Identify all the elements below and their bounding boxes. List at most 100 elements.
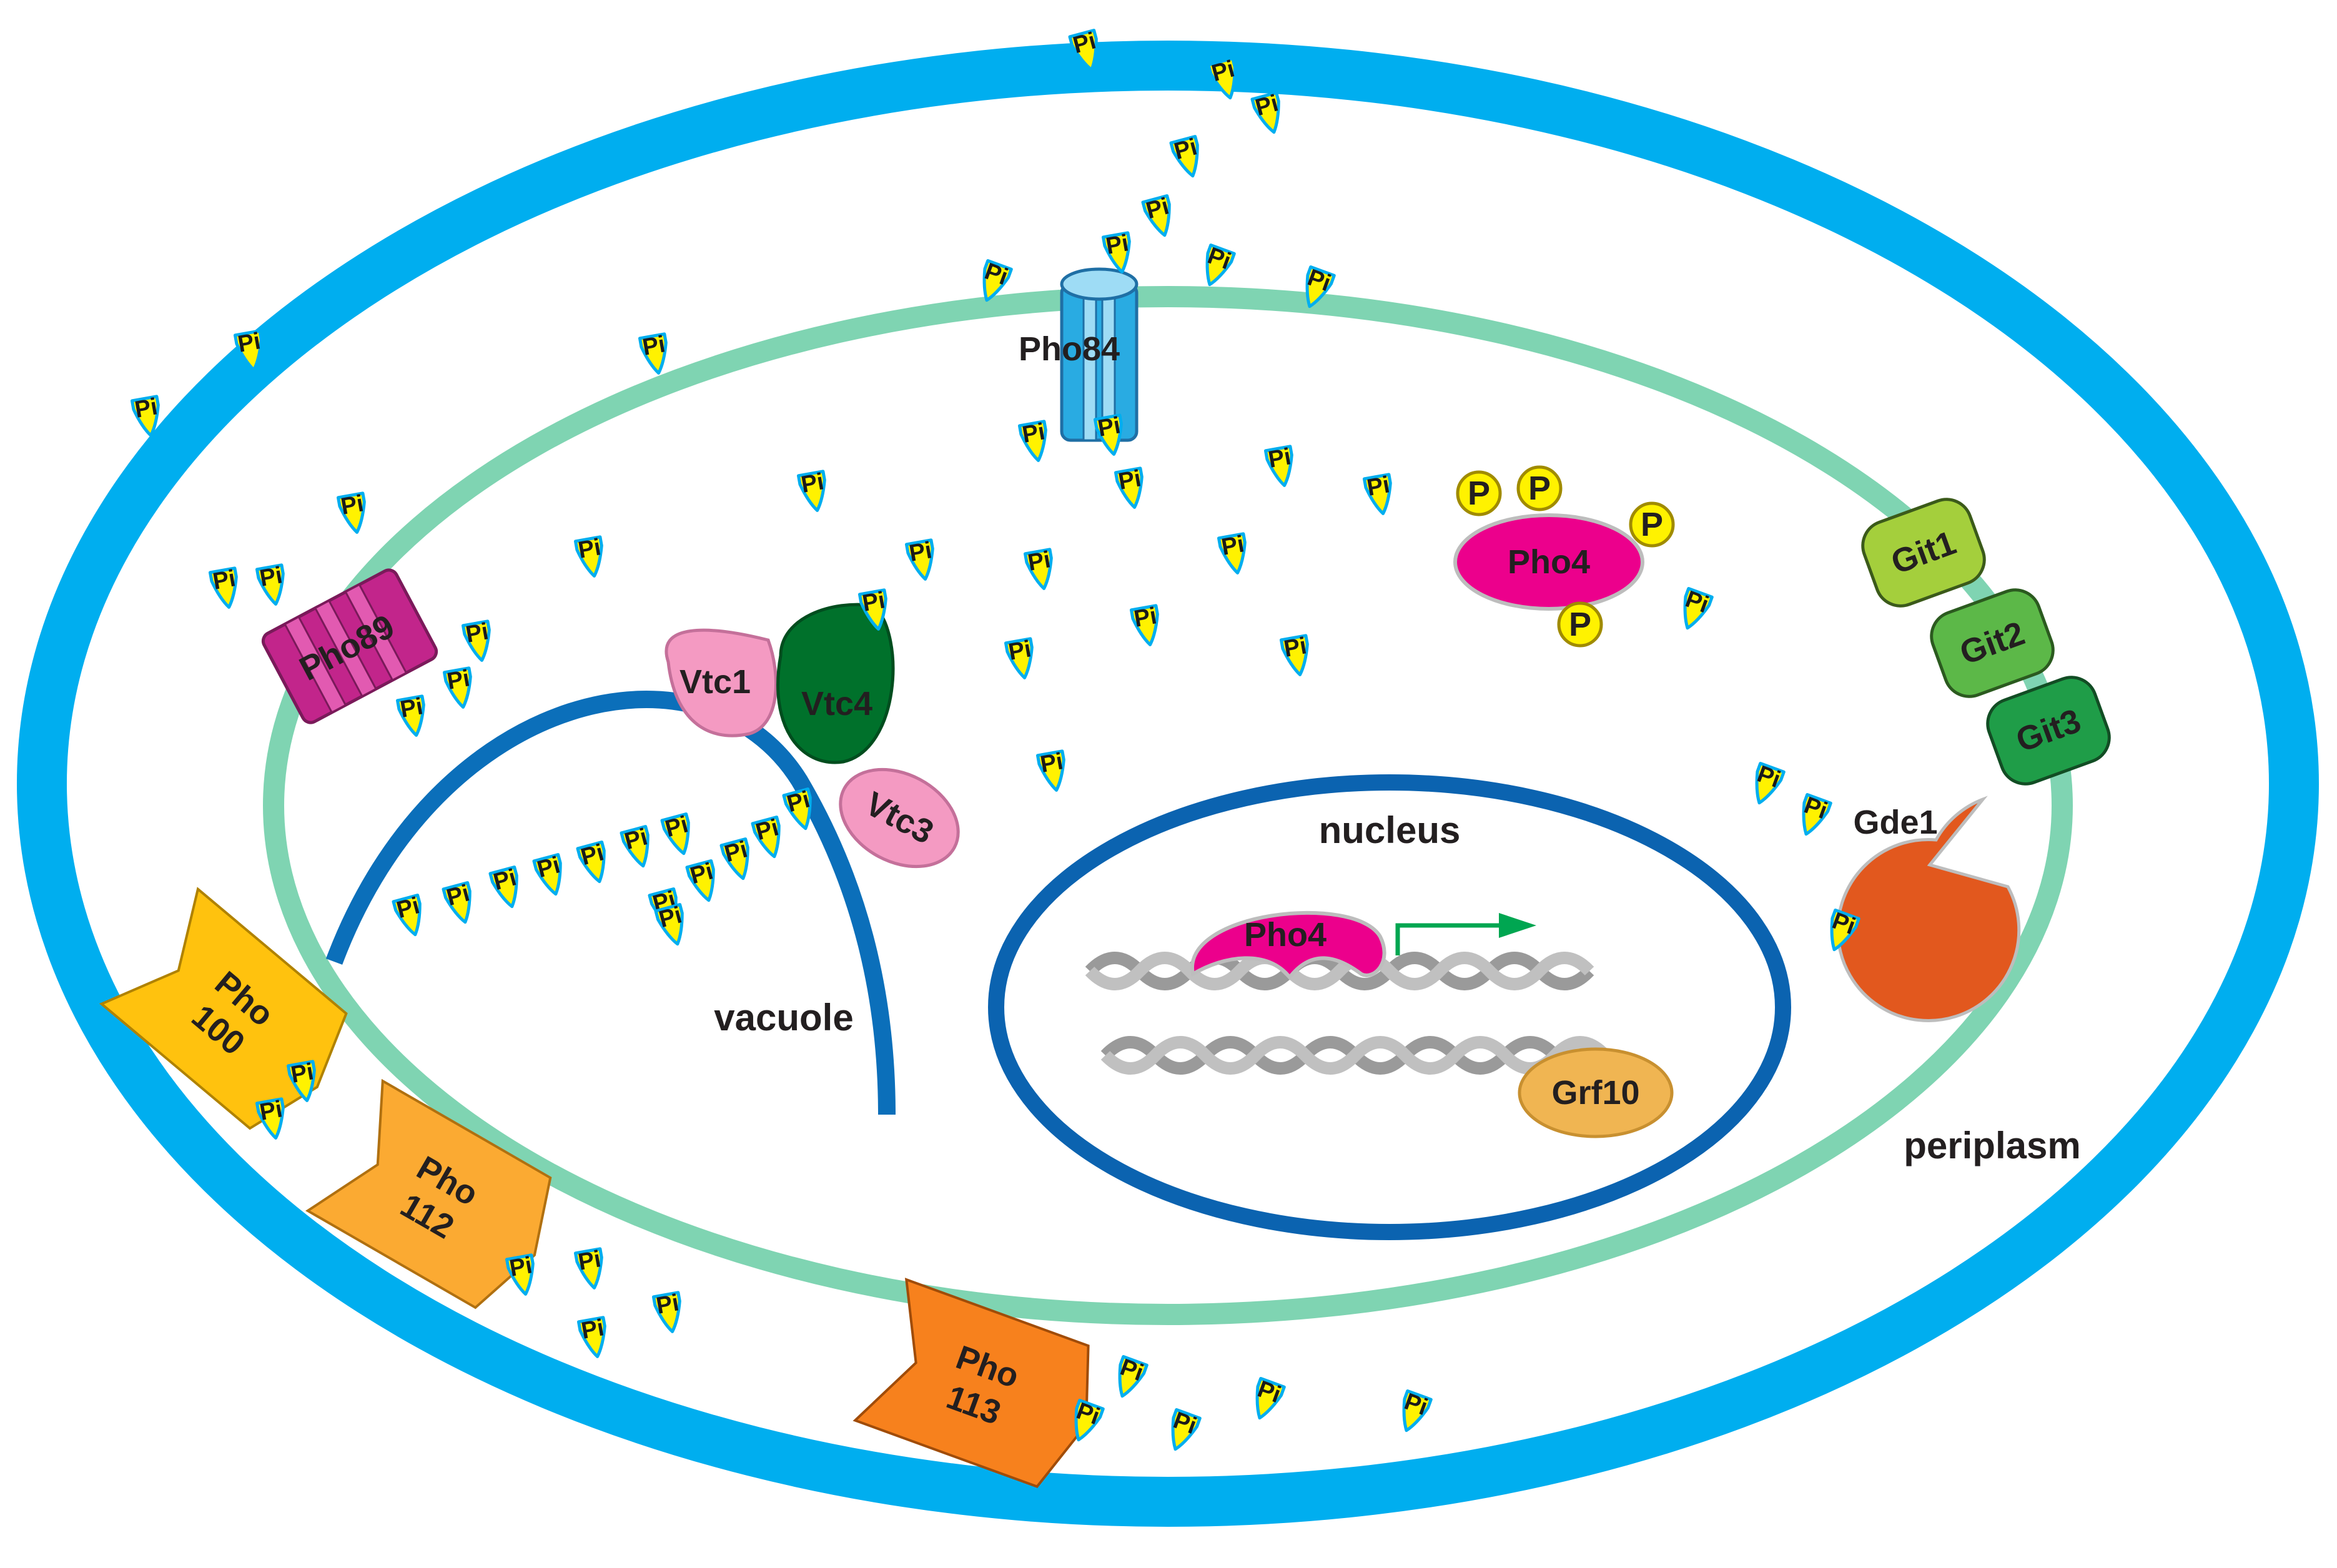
pi-molecule-icon: Pi <box>1103 230 1135 274</box>
gde1-label: Gde1 <box>1853 804 1937 841</box>
pi-molecule-icon: Pi <box>393 892 427 938</box>
pi-molecule-icon: Pi <box>621 824 655 869</box>
pi-molecule-icon: Pi <box>1265 443 1297 488</box>
pi-molecule-icon: Pi <box>132 393 164 438</box>
phosphate-p-labels: P P P P <box>1468 470 1663 643</box>
pi-label: Pi <box>398 693 425 723</box>
pi-molecule-icon: Pi <box>490 864 524 910</box>
pi-label: Pi <box>211 565 238 595</box>
pi-label: Pi <box>1096 412 1123 442</box>
pi-molecule-icon: Pi <box>1037 748 1069 792</box>
dna-helix-icon <box>1100 1036 1610 1075</box>
pi-label: Pi <box>655 1289 681 1319</box>
cell-wall <box>17 41 2319 1527</box>
pi-molecule-icon: Pi <box>397 693 429 737</box>
pi-label: Pi <box>258 562 285 592</box>
git3: Git3 <box>1986 676 2111 786</box>
pho113: Pho 113 <box>852 1278 1090 1489</box>
p-label: P <box>1468 475 1490 512</box>
pi-molecule-icon: Pi <box>906 537 938 581</box>
nucleus-membrane <box>988 774 1791 1240</box>
vtc3: Vtc3 <box>839 767 960 869</box>
pi-molecule-icon: Pi <box>1019 418 1051 463</box>
pho84-transporter: Pho84 <box>1019 267 1139 442</box>
grf10: Grf10 <box>1518 1047 1674 1138</box>
pi-molecule-icon: Pi <box>578 1314 610 1359</box>
pi-molecule-icon: Pi <box>859 587 891 631</box>
pi-molecule-icon: Pi <box>640 331 671 375</box>
pho84-label: Pho84 <box>1019 330 1120 368</box>
pi-molecule-icon: Pi <box>1164 1407 1201 1454</box>
transcription-arrow-icon <box>1395 913 1536 955</box>
pi-molecule-icon: Pi <box>1110 1354 1148 1401</box>
git1: Git1 <box>1861 498 1986 608</box>
pi-molecule-icon: Pi <box>444 665 476 709</box>
pi-molecule-icon: Pi <box>1005 636 1037 680</box>
pi-label: Pi <box>1117 465 1144 495</box>
p-label: P <box>1528 470 1551 507</box>
vtc1: Vtc1 <box>665 628 778 737</box>
pi-molecule-icon: Pi <box>577 839 611 885</box>
pi-molecule-icon: Pi <box>338 490 370 535</box>
pi-label: Pi <box>289 1058 316 1088</box>
pi-molecule-icon: Pi <box>463 618 495 663</box>
pi-molecule-icon: Pi <box>533 852 568 897</box>
periplasm-label: periplasm <box>1904 1125 2080 1166</box>
pi-molecule-icon: Pi <box>235 328 267 372</box>
pi-molecule-icon: Pi <box>1095 412 1127 456</box>
pi-molecule-icon: Pi <box>1364 471 1396 516</box>
pi-molecule-icon: Pi <box>1142 193 1177 239</box>
pi-label: Pi <box>1039 748 1065 778</box>
pi-molecule-icon: Pi <box>1281 633 1313 677</box>
pi-label: Pi <box>133 393 160 423</box>
p-label: P <box>1641 506 1663 543</box>
pi-molecule-icon: Pi <box>288 1058 320 1103</box>
pi-molecule-icon: Pi <box>1131 603 1163 647</box>
pi-molecule-icon: Pi <box>575 534 607 578</box>
vtc1-label: Vtc1 <box>679 663 751 701</box>
pi-molecule-icon: Pi <box>1198 242 1235 289</box>
pi-label: Pi <box>1007 636 1034 666</box>
pi-molecule-icon: Pi <box>257 562 289 606</box>
pi-molecule-icon: Pi <box>655 902 689 947</box>
pho4-nuclear-label: Pho4 <box>1244 916 1327 954</box>
pi-label: Pi <box>445 665 472 695</box>
pi-label: Pi <box>1020 418 1047 448</box>
pi-molecule-icon: Pi <box>1676 586 1713 633</box>
pi-label: Pi <box>258 1096 285 1126</box>
pi-molecule-icon: Pi <box>1218 531 1250 575</box>
pi-molecule-icon: Pi <box>1025 546 1057 591</box>
pi-label: Pi <box>1104 230 1131 260</box>
vtc4-label: Vtc4 <box>801 685 872 722</box>
pi-molecule-icon: Pi <box>1395 1388 1432 1435</box>
pi-label: Pi <box>641 331 668 361</box>
pi-label: Pi <box>1220 531 1247 561</box>
pi-label: Pi <box>1282 633 1309 663</box>
pi-molecule-icon: Pi <box>1747 761 1785 807</box>
pi-molecule-icon: Pi <box>721 836 755 882</box>
pi-molecule-icon: Pi <box>506 1252 538 1296</box>
pi-molecule-icon: Pi <box>443 880 477 925</box>
pi-label: Pi <box>576 534 603 564</box>
pho89-transporter: Pho89 <box>261 568 438 724</box>
pi-molecule-icon: Pi <box>210 565 242 609</box>
pi-label: Pi <box>1026 546 1053 576</box>
pho4-nuclear: Pho4 <box>1190 910 1386 980</box>
pi-molecule-icon: Pi <box>1794 792 1832 839</box>
pi-label: Pi <box>1365 471 1392 501</box>
plasma-membrane <box>263 286 2073 1325</box>
pi-label: Pi <box>339 490 366 520</box>
pi-label: Pi <box>464 618 491 648</box>
pi-label: Pi <box>1132 603 1159 633</box>
pi-molecule-icon: Pi <box>798 468 830 513</box>
pi-molecule-icon: Pi <box>575 1246 607 1290</box>
pi-label: Pi <box>799 468 826 498</box>
vtc4: Vtc4 <box>776 603 895 764</box>
pi-molecule-icon: Pi <box>653 1289 685 1334</box>
pi-label: Pi <box>580 1314 606 1344</box>
pi-label: Pi <box>508 1252 535 1282</box>
pi-label: Pi <box>1267 443 1293 473</box>
git2: Git2 <box>1930 588 2055 698</box>
dna-helix-icon <box>1085 952 1594 990</box>
